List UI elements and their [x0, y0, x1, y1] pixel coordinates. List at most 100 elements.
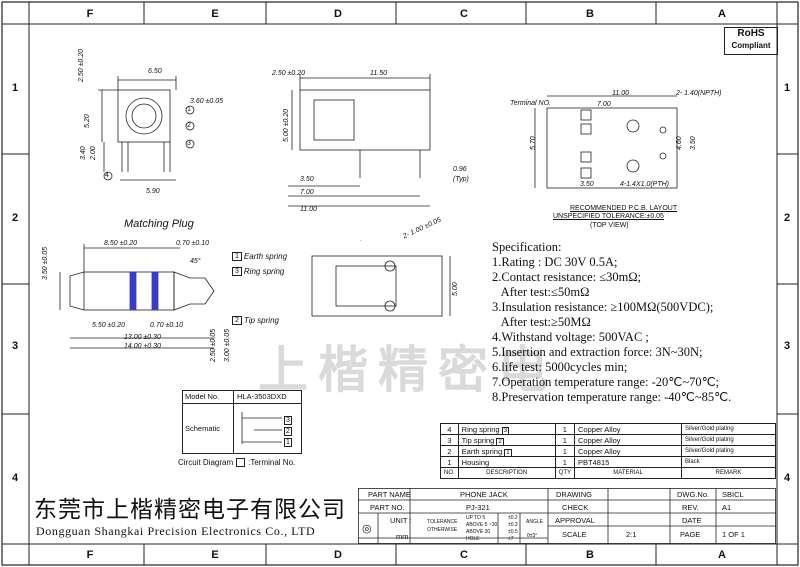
schematic-model-label: Model No.: [183, 391, 234, 403]
plug-label-tip: 2 Tip spring: [232, 316, 279, 325]
bom-qty: 1: [554, 445, 576, 457]
zone-label-bottom-e: E: [211, 549, 219, 561]
tb-check-label: CHECK: [562, 503, 589, 512]
company-name-cn: 东莞市上楷精密电子有限公司: [34, 497, 346, 523]
pcb-dim-pth: 4-1.4X1.0(PTH): [620, 181, 670, 188]
zone-label-right-3: 3: [783, 340, 791, 352]
front-view-drawing: [98, 76, 195, 181]
plug-dim-0-70-bottom: 0.70 ±0.10: [150, 322, 184, 329]
bom-material: Copper Alloy: [574, 445, 683, 457]
circuit-caption-text: Circuit Diagram: [178, 458, 234, 467]
spec-line-5: After test:≥50MΩ: [492, 315, 591, 329]
plug-dim-5-50: 5.50 ±0.20: [92, 322, 126, 329]
front-callout-1: 1: [187, 106, 191, 113]
rohs-badge: RoHS Compliant: [724, 27, 778, 55]
rohs-title: RoHS: [737, 28, 765, 39]
bom-desc-text: Tip spring: [461, 435, 495, 445]
bom-desc: Housing: [457, 456, 556, 468]
bom-qty: 1: [554, 423, 576, 435]
tb-part-name-label: PART NAME: [368, 490, 411, 499]
bom-header-qty: QTY: [554, 467, 576, 479]
bom-header-desc: DESCRIPTION: [457, 467, 556, 479]
tb-tol-range-2: ABOVE 5 ~30: [466, 522, 498, 528]
zone-label-top-f: F: [86, 8, 94, 20]
bom-desc: Tip spring 2: [457, 434, 556, 446]
schematic-box: Model No. HLA-3503DXD Schematic: [182, 390, 302, 454]
tb-date-label: DATE: [682, 516, 702, 525]
zone-label-top-b: B: [586, 8, 594, 20]
side-dim-7-00: 7.00: [300, 189, 314, 196]
bom-desc-text: Earth spring: [461, 446, 503, 456]
bom-no: 1: [440, 456, 459, 468]
zone-label-top-a: A: [718, 8, 726, 20]
zone-label-right-2: 2: [783, 212, 791, 224]
schematic-label: Schematic: [183, 404, 234, 453]
pcb-terminal-label: Terminal NO.: [510, 100, 551, 107]
bom-qty: 1: [554, 434, 576, 446]
bom-remark: Silver/Gold plating: [681, 434, 776, 446]
pcb-dim-5-70: 5.70: [530, 136, 537, 150]
bom-qty: 1: [554, 456, 576, 468]
tb-tol-label-1: TOLERANCE: [427, 519, 458, 525]
tb-part-name: PHONE JACK: [460, 490, 508, 499]
side-dim-top-left: 2.50 ±0.20: [272, 70, 306, 77]
plug-dim-45: 45°: [190, 258, 201, 265]
terminal-caption-text: :Terminal No.: [248, 458, 296, 467]
tb-angle-label: ANGLE: [526, 519, 543, 525]
zone-label-top-e: E: [211, 8, 219, 20]
pcb-view-label: (TOP VIEW): [590, 222, 629, 229]
front-dim-bottom: 5.90: [146, 188, 160, 195]
zone-label-left-4: 4: [11, 472, 19, 484]
tb-tol-val-3: ±0.5: [508, 529, 518, 535]
pcb-dim-npth: 2- 1.40(NPTH): [676, 90, 722, 97]
bom-material: Copper Alloy: [574, 434, 683, 446]
plug-label-earth-text: Earth spring: [243, 252, 288, 261]
tb-part-no: PJ-321: [466, 503, 490, 512]
pcb-tolerance: UNSPECIFIED TOLERANCE:±0.05: [553, 213, 664, 220]
plug-label-ring: 3 Ring spring: [232, 267, 284, 276]
bom-material: Copper Alloy: [574, 423, 683, 435]
zone-label-bottom-b: B: [586, 549, 594, 561]
table-row: 4 Ring spring 3 1 Copper Alloy Silver/Go…: [440, 423, 776, 435]
front-dim-width: 6.50: [148, 68, 162, 75]
bom-no: 4: [440, 423, 459, 435]
bottom-view-drawing: [311, 240, 451, 317]
plug-label-ring-text: Ring spring: [243, 267, 285, 276]
plug-dim-0-70-top: 0.70 ±0.10: [176, 240, 210, 247]
tb-scale: 2:1: [626, 530, 637, 539]
front-callout-4: 4: [105, 172, 109, 179]
schematic-model-value: HLA-3503DXD: [237, 392, 287, 401]
side-view-drawing: [288, 74, 431, 207]
bottom-dim-5-00: 5.00: [452, 282, 459, 296]
tb-tol-range-3: ABOVE 30: [466, 529, 491, 535]
pcb-dim-11-00: 11.00: [612, 90, 629, 97]
circuit-caption: Circuit Diagram :Terminal No.: [178, 458, 295, 467]
zone-label-left-2: 2: [11, 212, 19, 224]
plug-dim-14-00: 14.00 ±0.30: [124, 343, 161, 350]
plug-label-ring-num: 3: [232, 267, 242, 276]
bom-desc: Earth spring 1: [457, 445, 556, 457]
front-dim-height: 5.20: [84, 114, 91, 128]
pcb-dim-3-50-h: 3.50: [580, 181, 594, 188]
side-dim-3-50: 3.50: [300, 176, 314, 183]
bom-remark: Silver/Gold plating: [681, 445, 776, 457]
spec-line-1: 1.Rating : DC 30V 0.5A;: [492, 255, 618, 269]
rohs-subtitle: Compliant: [731, 41, 771, 50]
zone-label-top-c: C: [460, 8, 468, 20]
tb-scale-label: SCALE: [562, 530, 587, 539]
table-row: 1 Housing 1 PBT4815 Black: [440, 456, 776, 468]
zone-label-right-4: 4: [783, 472, 791, 484]
schematic-pin-2: 2: [284, 427, 292, 436]
side-dim-height: 5.00 ±0.20: [283, 108, 290, 142]
tb-rev: A1: [722, 503, 732, 512]
plug-dim-2-50: 2.50 ±0.05: [210, 328, 217, 362]
tb-part-no-label: PART NO.: [370, 503, 405, 512]
tb-tol-range-1: UP TO 5: [466, 515, 486, 521]
zone-label-bottom-c: C: [460, 549, 468, 561]
plug-label-earth-num: 1: [232, 252, 242, 261]
pcb-dim-7-00: 7.00: [597, 101, 611, 108]
bom-tag: 3: [501, 426, 510, 435]
schematic-pin-3: 3: [284, 416, 292, 425]
bom-table: 4 Ring spring 3 1 Copper Alloy Silver/Go…: [440, 423, 776, 479]
